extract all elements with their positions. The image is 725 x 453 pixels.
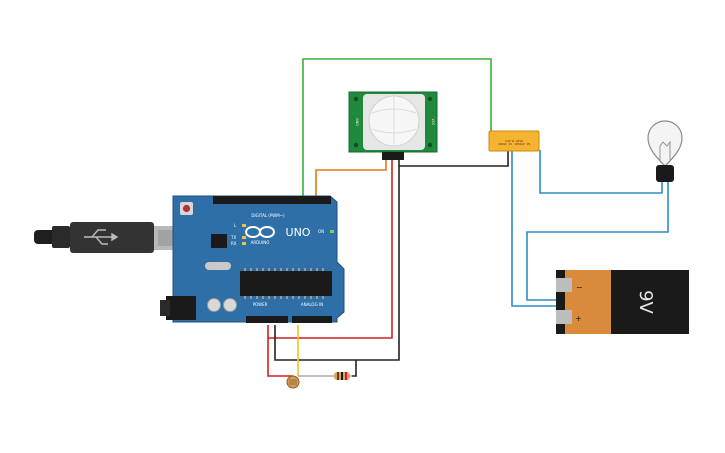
arduino-model-label: UNO — [286, 226, 311, 239]
pir-left-label: GND — [355, 118, 359, 126]
battery-plus-label: + — [575, 314, 582, 323]
wire-red-pir-vcc[interactable] — [267, 160, 393, 339]
resistor[interactable] — [298, 372, 352, 380]
arduino-logo-icon — [245, 226, 275, 238]
wire-red-ldr[interactable] — [267, 338, 293, 377]
pir-right-label: VCC — [431, 119, 435, 126]
power-label: POWER — [253, 302, 268, 307]
led-tx-label: TX — [230, 235, 236, 240]
arduino-board[interactable]: DIGITAL (PWM~) L TX RX ON ARDUINO UNO — [160, 195, 345, 323]
capacitor-2 — [223, 298, 237, 312]
photoresistor[interactable] — [286, 375, 300, 389]
wire-black-pir-gnd[interactable] — [274, 160, 400, 361]
bulb-socket — [656, 165, 674, 182]
wire-green-signal[interactable] — [302, 58, 492, 197]
pir-sensor[interactable]: GND VCC — [348, 91, 438, 160]
relay-part-label: KS2E-M-DC5 — [505, 139, 523, 143]
pir-pin-header — [382, 152, 404, 160]
digital-header — [213, 196, 331, 204]
battery-9v[interactable]: − + 9V — [556, 270, 689, 334]
relay-module[interactable]: KS2E-M-DC5 5A 250VAC 3A 30VDC — [488, 130, 540, 152]
analog-header — [292, 316, 332, 323]
digital-header-label: DIGITAL (PWM~) — [251, 213, 285, 218]
battery-minus-label: − — [576, 283, 583, 292]
battery-terminal-plus — [556, 310, 572, 324]
usb-icon — [84, 229, 119, 245]
wires — [267, 58, 669, 377]
wire-black-resistor[interactable] — [352, 360, 357, 377]
chip-pins — [244, 268, 324, 299]
bulb-filament-icon — [659, 140, 671, 160]
wire-orange-pir-out[interactable] — [315, 160, 387, 197]
power-header — [246, 316, 288, 323]
arduino-brand-label: ARDUINO — [251, 240, 270, 245]
wire-black-relay-gnd[interactable] — [399, 150, 509, 167]
light-bulb[interactable] — [647, 120, 683, 182]
battery-voltage-label: 9V — [635, 290, 656, 314]
led-on-label: ON — [318, 229, 324, 234]
led-rx-label: RX — [231, 241, 237, 246]
battery-terminal-minus — [556, 278, 572, 292]
power-jack — [166, 296, 196, 320]
ldr-pattern-icon — [289, 379, 297, 385]
atmega-chip — [240, 271, 332, 296]
wire-blue-relay-battery[interactable] — [511, 150, 556, 307]
usb-cable — [34, 222, 194, 253]
relay-specs-label: 5A 250VAC 3A 30VDC — [498, 142, 531, 146]
wire-blue-bulb-battery[interactable] — [526, 182, 669, 301]
capacitor-1 — [207, 298, 221, 312]
wire-blue-relay-bulb[interactable] — [539, 150, 663, 194]
analog-label: ANALOG IN — [301, 302, 323, 307]
led-l-label: L — [234, 223, 237, 228]
